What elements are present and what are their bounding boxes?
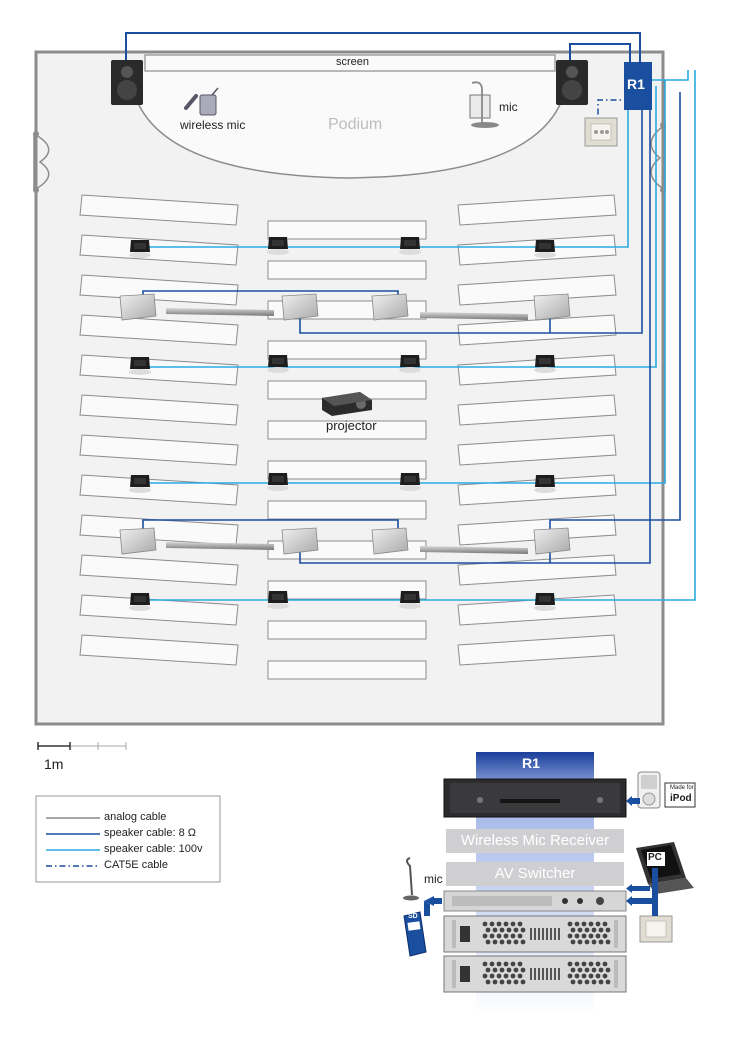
ceiling-speaker — [534, 355, 556, 373]
ceiling-speaker — [534, 593, 556, 611]
seat-row-center — [267, 660, 427, 680]
rack-mic-label: mic — [424, 872, 443, 886]
seat-row-left — [79, 274, 239, 306]
wall-speaker — [371, 293, 409, 321]
ceiling-speaker — [267, 473, 289, 491]
seat-row-right — [457, 634, 617, 666]
ceiling-speaker — [399, 237, 421, 255]
wall-speaker — [281, 527, 319, 555]
amplifier-unit — [443, 955, 627, 993]
seat-row-right — [457, 274, 617, 306]
seat-row-left — [79, 554, 239, 586]
seat-row-right — [457, 314, 617, 346]
seat-row-left — [79, 394, 239, 426]
pc-laptop-icon — [636, 842, 694, 894]
speaker-bar — [166, 308, 274, 316]
ceiling-speaker — [399, 355, 421, 373]
legend-analog: analog cable — [104, 811, 167, 823]
rack-connection-arrows — [424, 796, 658, 916]
speaker-bar — [166, 542, 274, 550]
seat-row-right — [457, 434, 617, 466]
ceiling-speaker — [129, 475, 151, 493]
seat-row-left — [79, 194, 239, 226]
projector-label: projector — [326, 418, 377, 433]
speaker-bar — [420, 546, 528, 554]
rack-wall-panel-icon — [639, 915, 673, 943]
mixer-unit — [443, 890, 627, 912]
rack-r1-tag: R1 — [627, 76, 645, 92]
seat-row-center — [267, 260, 427, 280]
ceiling-speaker — [399, 473, 421, 491]
seat-row-right — [457, 194, 617, 226]
scale-bar — [37, 742, 127, 750]
seat-row-right — [457, 394, 617, 426]
seat-row-center — [267, 500, 427, 520]
ceiling-speakers — [129, 237, 556, 611]
scale-label: 1m — [44, 756, 64, 772]
av-switcher-unit: AV Switcher — [446, 862, 624, 886]
speaker-bar — [420, 312, 528, 320]
power-amplifiers — [443, 915, 627, 993]
amplifier-unit — [443, 915, 627, 953]
wireless-mic-label: wireless mic — [180, 118, 246, 132]
ceiling-speaker — [129, 593, 151, 611]
rack-title: R1 — [522, 755, 540, 771]
legend-speaker-100v: speaker cable: 100v — [104, 843, 203, 855]
wall-speaker — [371, 527, 409, 555]
seat-row-center — [267, 580, 427, 600]
wireless-mic-receiver-unit: Wireless Mic Receiver — [446, 829, 624, 853]
seat-row-center — [267, 460, 427, 480]
projector-icon — [322, 392, 372, 416]
ceiling-speaker — [267, 237, 289, 255]
ceiling-speaker — [534, 475, 556, 493]
ceiling-speaker — [534, 240, 556, 258]
seat-row-left — [79, 354, 239, 386]
seat-row-left — [79, 634, 239, 666]
podium-mic-icon — [469, 81, 499, 128]
legend-box — [35, 795, 221, 883]
rack-mic-icon — [403, 857, 419, 901]
ceiling-speaker — [129, 240, 151, 258]
ceiling-speaker — [399, 591, 421, 609]
main-speaker-right — [556, 60, 588, 105]
seat-row-center — [267, 620, 427, 640]
stage-area — [129, 54, 569, 179]
screen-label: screen — [336, 56, 370, 68]
legend-speaker-8ohm: speaker cable: 8 Ω — [104, 827, 196, 839]
seat-row-center — [267, 220, 427, 240]
seat-row-left — [79, 314, 239, 346]
seat-row-left — [79, 234, 239, 266]
ipod-badge: iPod — [670, 793, 692, 804]
seat-row-left — [79, 594, 239, 626]
wall-control-panel — [584, 117, 618, 147]
wall-speaker — [119, 293, 157, 321]
cd-player-unit — [443, 778, 627, 818]
sd-card-icon — [403, 911, 427, 957]
rack-r1-marker — [624, 62, 652, 110]
main-speaker-left — [111, 60, 143, 105]
sd-card-label: SD — [408, 913, 418, 920]
wall-speakers — [119, 293, 571, 555]
wall-speaker — [533, 527, 571, 555]
podium-label: Podium — [328, 116, 383, 133]
ipod-icon — [637, 771, 696, 809]
legend-cat5e: CAT5E cable — [104, 859, 168, 871]
wall-speaker — [533, 293, 571, 321]
seat-row-center — [267, 420, 427, 440]
seat-row-left — [79, 434, 239, 466]
ceiling-speaker — [267, 591, 289, 609]
wall-speaker — [281, 293, 319, 321]
seat-row-center — [267, 340, 427, 360]
ceiling-speaker — [267, 355, 289, 373]
mic-label: mic — [499, 100, 518, 114]
wireless-mic-icon — [184, 87, 219, 116]
pc-label: PC — [648, 852, 662, 863]
wall-speaker — [119, 527, 157, 555]
ipod-badge-top: Made for — [670, 785, 694, 791]
ceiling-speaker — [129, 357, 151, 375]
